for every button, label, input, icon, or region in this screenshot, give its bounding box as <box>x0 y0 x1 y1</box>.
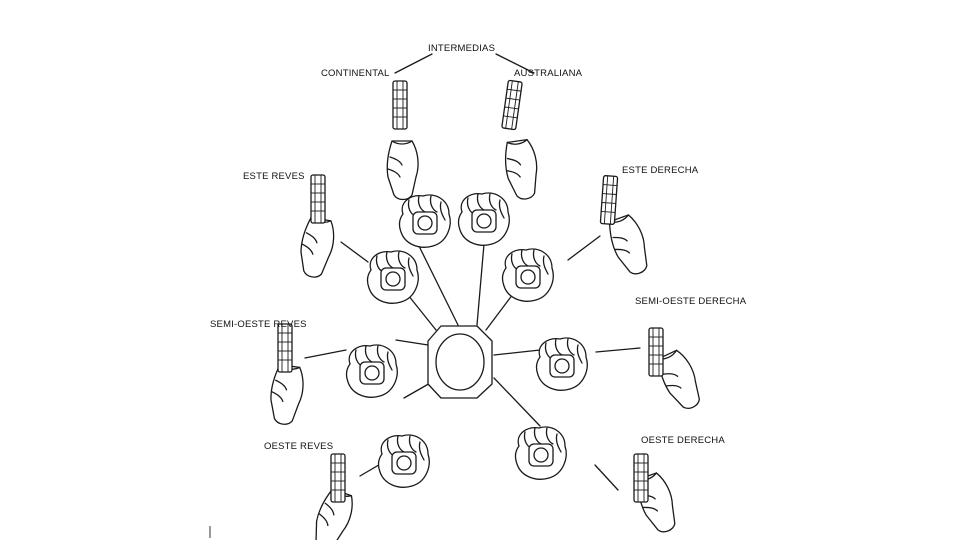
link-oeste-derecha <box>594 464 619 491</box>
australiana-side-hand <box>501 79 542 202</box>
semi-oeste-reves-grip-fist <box>345 344 398 398</box>
link-este-derecha <box>567 235 601 261</box>
link-semi-oeste-reves <box>304 349 347 359</box>
este-derecha-grip-fist <box>501 248 554 302</box>
oeste-derecha-grip-fist <box>514 426 567 480</box>
oeste-derecha-side-hand <box>632 453 683 538</box>
este-derecha-side-hand <box>599 174 655 280</box>
connector-australiana <box>495 53 535 74</box>
connector-continental <box>394 53 433 74</box>
spoke-semi-oeste-reves <box>395 339 429 346</box>
semi-oeste-derecha-grip-fist <box>535 337 588 391</box>
label-oeste-derecha: OESTE DERECHA <box>641 435 725 446</box>
label-este-derecha: ESTE DERECHA <box>622 165 699 176</box>
este-reves-side-hand <box>295 174 338 281</box>
australiana-grip-fist <box>457 192 510 246</box>
spoke-oeste-reves <box>403 381 433 399</box>
label-oeste-reves: OESTE REVES <box>264 441 333 452</box>
continental-grip-fist <box>398 194 451 248</box>
oeste-reves-side-hand <box>307 453 358 540</box>
continental-side-hand <box>386 80 419 201</box>
oeste-reves-grip-fist <box>377 434 430 488</box>
este-reves-grip-fist <box>366 250 419 304</box>
link-semi-oeste-derecha <box>595 347 641 353</box>
label-australiana: AUSTRALIANA <box>514 68 583 79</box>
link-este-reves <box>340 241 369 263</box>
spoke-oeste-derecha <box>493 377 541 427</box>
label-continental: CONTINENTAL <box>321 68 390 79</box>
central-handle-octagon <box>427 325 493 399</box>
label-este-reves: ESTE REVES <box>243 171 305 182</box>
semi-oeste-derecha-side-hand <box>648 327 708 415</box>
spoke-semi-oeste-derecha <box>493 349 541 356</box>
spoke-continental <box>417 243 459 326</box>
semi-oeste-reves-side-hand <box>266 323 307 427</box>
label-semi-oeste-derecha: SEMI-OESTE DERECHA <box>635 296 747 307</box>
spoke-australiana <box>476 243 485 326</box>
label-intermedias: INTERMEDIAS <box>428 43 495 54</box>
connector-lines <box>304 53 641 491</box>
label-semi-oeste-reves: SEMI-OESTE REVES <box>210 319 307 330</box>
